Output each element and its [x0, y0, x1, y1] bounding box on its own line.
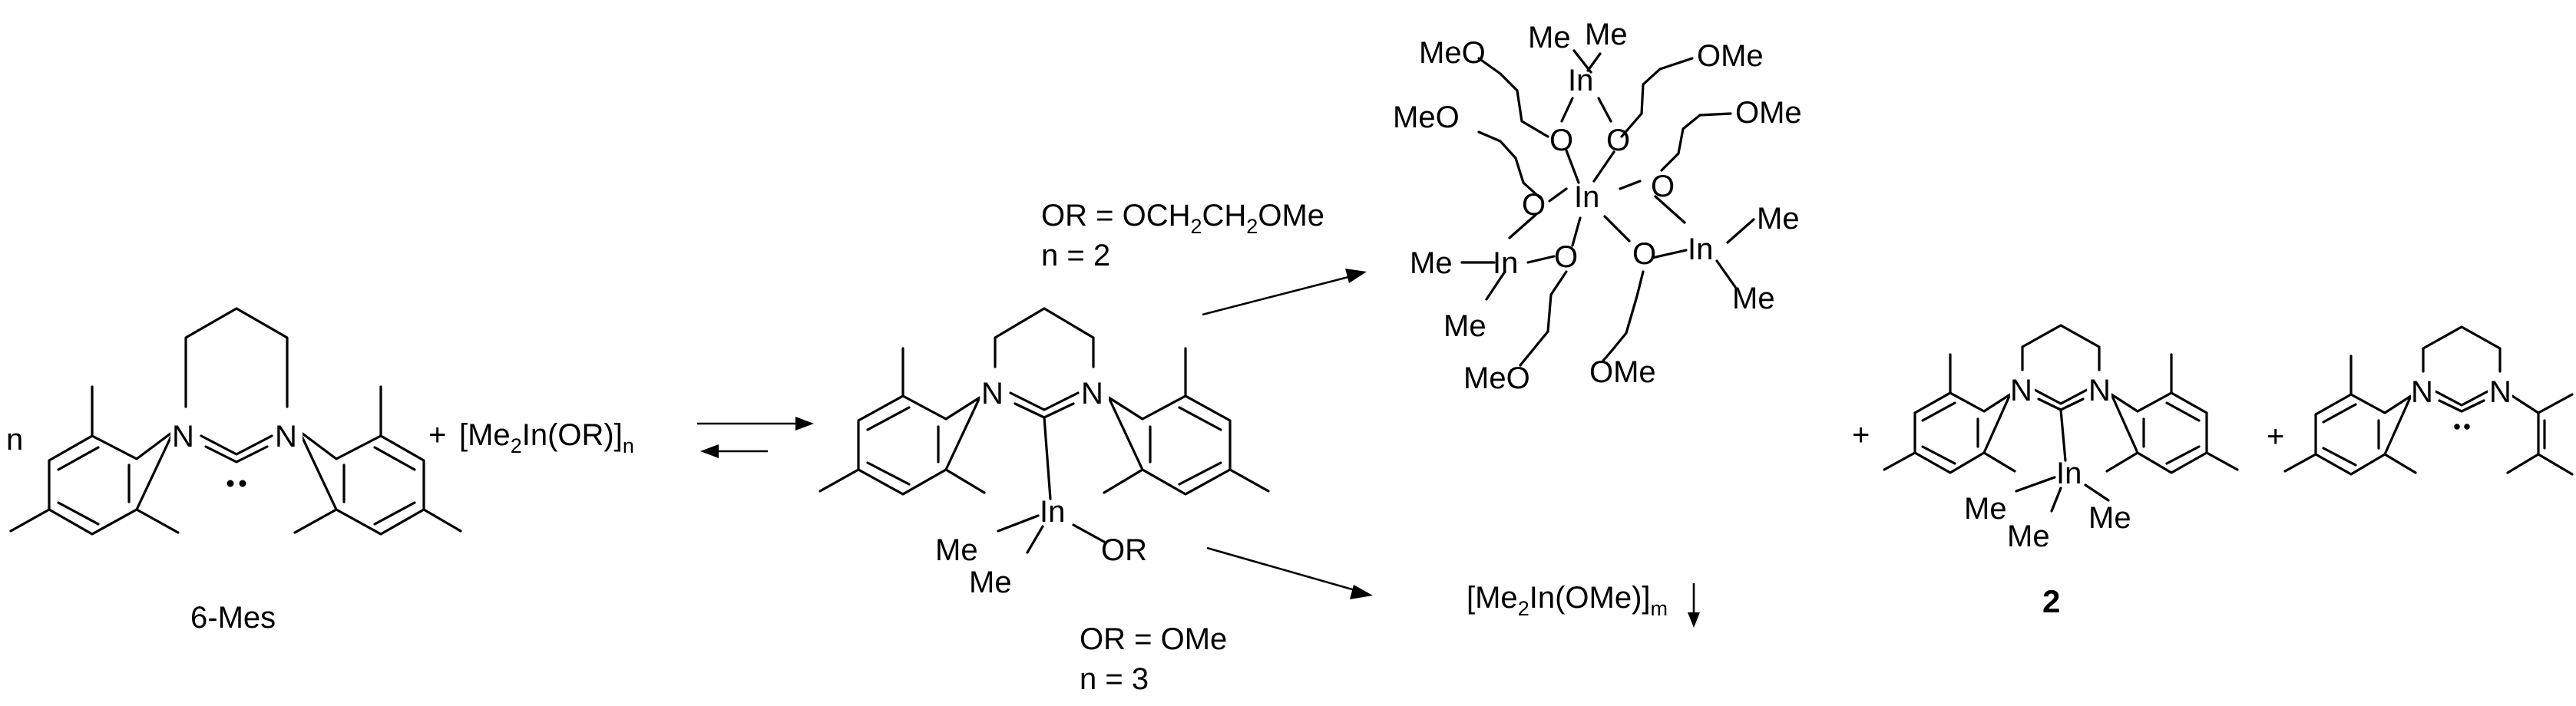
carbene-lone-pair: [2454, 424, 2460, 430]
atom-n: N: [2010, 374, 2032, 407]
product-methyl: Me: [2088, 501, 2131, 535]
cluster-methoxy-end: MeO: [1419, 36, 1486, 70]
adduct-alkoxide: OR: [1101, 533, 1147, 567]
adduct-methyl-2: Me: [969, 566, 1012, 599]
equilibrium-arrow: [697, 417, 814, 458]
upper-reaction-arrow: [1202, 269, 1367, 316]
cluster-methyl: Me: [1528, 21, 1571, 54]
atom-n: N: [275, 420, 297, 454]
indium-alkoxide-cluster: In Me Me MeO OMe O O MeO OMe In O O In O…: [1393, 18, 1802, 395]
plus-sign: +: [1852, 418, 1870, 452]
atom-n: N: [2411, 375, 2433, 409]
cluster-methyl: Me: [1443, 309, 1486, 343]
product-methyl: Me: [1964, 492, 2007, 526]
lower-condition-line1: OR = OMe: [1080, 622, 1227, 656]
carbene-6-mes-right: N N: [2283, 325, 2574, 476]
cluster-methyl: Me: [1585, 18, 1628, 51]
cluster-indium: In: [1574, 180, 1599, 214]
atom-indium: In: [2056, 457, 2082, 490]
atom-n: N: [2489, 375, 2512, 409]
compound-number-2: 2: [2042, 583, 2060, 619]
plus-sign: +: [2267, 420, 2284, 454]
cluster-methoxy-end: OMe: [1735, 96, 1802, 130]
cluster-methyl: Me: [1410, 246, 1453, 280]
upper-condition-line2: n = 2: [1041, 239, 1110, 272]
nhc-indium-adduct: N N In Me Me OR: [818, 307, 1270, 599]
cluster-methoxy-end: MeO: [1393, 101, 1460, 134]
plus-sign: +: [428, 418, 446, 452]
cluster-oxygen: O: [1632, 237, 1656, 271]
cluster-indium: In: [1568, 64, 1593, 97]
upper-condition-line1: OR = OCH2CH2OMe: [1041, 199, 1324, 238]
atom-n: N: [981, 377, 1004, 411]
cluster-oxygen: O: [1606, 124, 1630, 157]
cluster-methoxy-end: OMe: [1589, 355, 1656, 389]
carbene-6-mes-left: N N: [9, 307, 462, 536]
product-methyl: Me: [2007, 520, 2050, 553]
cluster-indium: In: [1688, 233, 1713, 266]
cluster-oxygen: O: [1522, 188, 1546, 222]
compound-label-6-mes: 6-Mes: [190, 601, 276, 635]
cluster-methoxy-end: OMe: [1697, 39, 1764, 73]
cluster-oxygen: O: [1554, 240, 1578, 274]
cluster-indium: In: [1493, 246, 1518, 280]
nhc-trimethylindium-product-2: N N In Me Me Me: [1883, 324, 2239, 553]
cluster-methyl: Me: [1757, 202, 1800, 236]
cluster-methoxy-end: MeO: [1463, 361, 1530, 395]
atom-n: N: [2088, 374, 2111, 407]
adduct-methyl-1: Me: [935, 533, 978, 567]
cluster-oxygen: O: [1549, 124, 1573, 157]
lower-condition-line2: n = 3: [1080, 662, 1149, 696]
atom-indium: In: [1040, 495, 1065, 529]
reactant-coefficient: n: [6, 423, 23, 457]
atom-n: N: [172, 420, 194, 454]
reagent-formula: [Me2In(OR)]n: [459, 418, 634, 457]
carbene-lone-pair: [227, 480, 234, 487]
lower-reaction-arrow: [1206, 546, 1373, 599]
cluster-methyl: Me: [1732, 282, 1775, 315]
cluster-oxygen: O: [1651, 170, 1675, 203]
precipitate-arrow-icon: [1688, 583, 1700, 628]
byproduct-formula: [Me2In(OMe)]m: [1467, 581, 1668, 620]
atom-n: N: [1081, 377, 1103, 411]
